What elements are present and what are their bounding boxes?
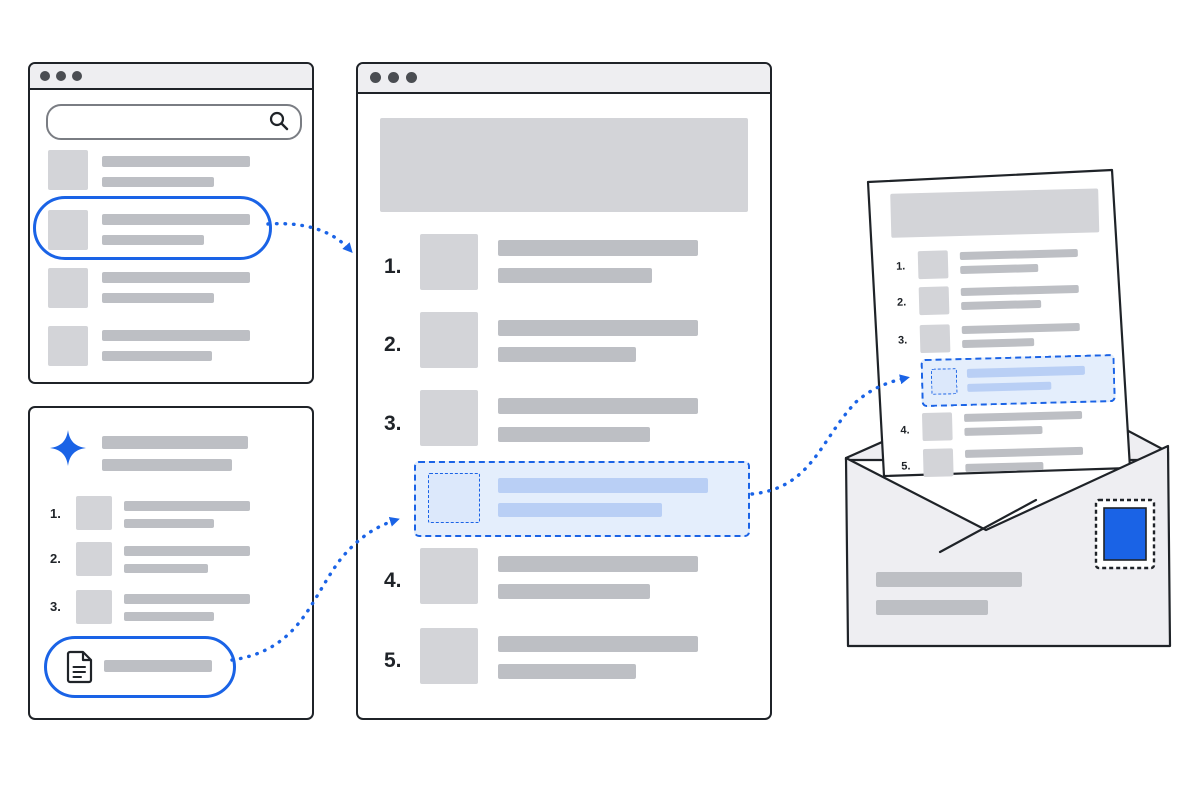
result-title-line [102, 272, 250, 283]
source-link-highlight [44, 636, 236, 698]
search-icon [269, 111, 289, 131]
list-title-line [498, 320, 698, 336]
window-dot [406, 72, 417, 83]
window-dot [370, 72, 381, 83]
envelope-icon [844, 444, 1172, 648]
list-title-line [124, 546, 250, 556]
selected-result-highlight [33, 196, 272, 260]
address-line [876, 572, 1022, 587]
list-thumbnail [420, 548, 478, 604]
list-number: 3. [50, 599, 61, 614]
list-text-line [498, 347, 636, 362]
list-number: 3. [384, 412, 402, 435]
list-thumbnail [76, 496, 112, 530]
address-line [876, 600, 988, 615]
result-thumbnail [48, 150, 88, 190]
list-thumbnail [420, 312, 478, 368]
result-title-line [102, 156, 250, 167]
inserted-thumbnail [428, 473, 480, 523]
result-text-line [102, 351, 212, 361]
answer-title-line [102, 436, 248, 449]
result-thumbnail [48, 268, 88, 308]
list-text-line [124, 612, 214, 621]
list-text-line [498, 584, 650, 599]
result-title-line [102, 214, 250, 225]
list-number: 1. [384, 255, 402, 278]
result-text-line [102, 235, 204, 245]
window-titlebar [358, 64, 770, 94]
list-thumbnail [420, 390, 478, 446]
list-title-line [498, 556, 698, 572]
list-thumbnail [420, 234, 478, 290]
result-text-line [102, 177, 214, 187]
list-title-line [498, 240, 698, 256]
list-number: 5. [384, 649, 402, 672]
list-thumbnail [76, 590, 112, 624]
list-text-line [124, 564, 208, 573]
list-title-line [498, 636, 698, 652]
search-input[interactable] [46, 104, 302, 140]
result-title-line [102, 330, 250, 341]
list-title-line [124, 594, 250, 604]
list-number: 2. [50, 551, 61, 566]
list-thumbnail [76, 542, 112, 576]
inserted-title-line [498, 478, 708, 493]
list-title-line [124, 501, 250, 511]
stamp-icon [1094, 498, 1156, 570]
result-text-line [102, 293, 214, 303]
inserted-item-highlight [414, 461, 750, 537]
list-title-line [498, 398, 698, 414]
result-thumbnail [48, 326, 88, 366]
list-number: 4. [384, 569, 402, 592]
source-link-line[interactable] [104, 660, 212, 672]
arrow-source-to-article [230, 517, 400, 662]
list-thumbnail [420, 628, 478, 684]
list-text-line [498, 427, 650, 442]
answer-subtitle-line [102, 459, 232, 471]
hero-banner [380, 118, 748, 212]
window-dot [40, 71, 50, 81]
window-dot [56, 71, 66, 81]
list-number: 1. [50, 506, 61, 521]
list-text-line [498, 664, 636, 679]
list-text-line [498, 268, 652, 283]
inserted-text-line [498, 503, 662, 517]
arrow-result-to-article [266, 221, 353, 253]
sparkle-icon [50, 430, 86, 466]
arrow-article-to-newsletter [750, 374, 910, 496]
window-titlebar [30, 64, 312, 90]
window-dot [388, 72, 399, 83]
window-dot [72, 71, 82, 81]
list-text-line [124, 519, 214, 528]
envelope-fold-line [938, 498, 1038, 554]
article-window: 1. 2. 3. 4. 5. [356, 62, 772, 720]
list-number: 2. [384, 333, 402, 356]
